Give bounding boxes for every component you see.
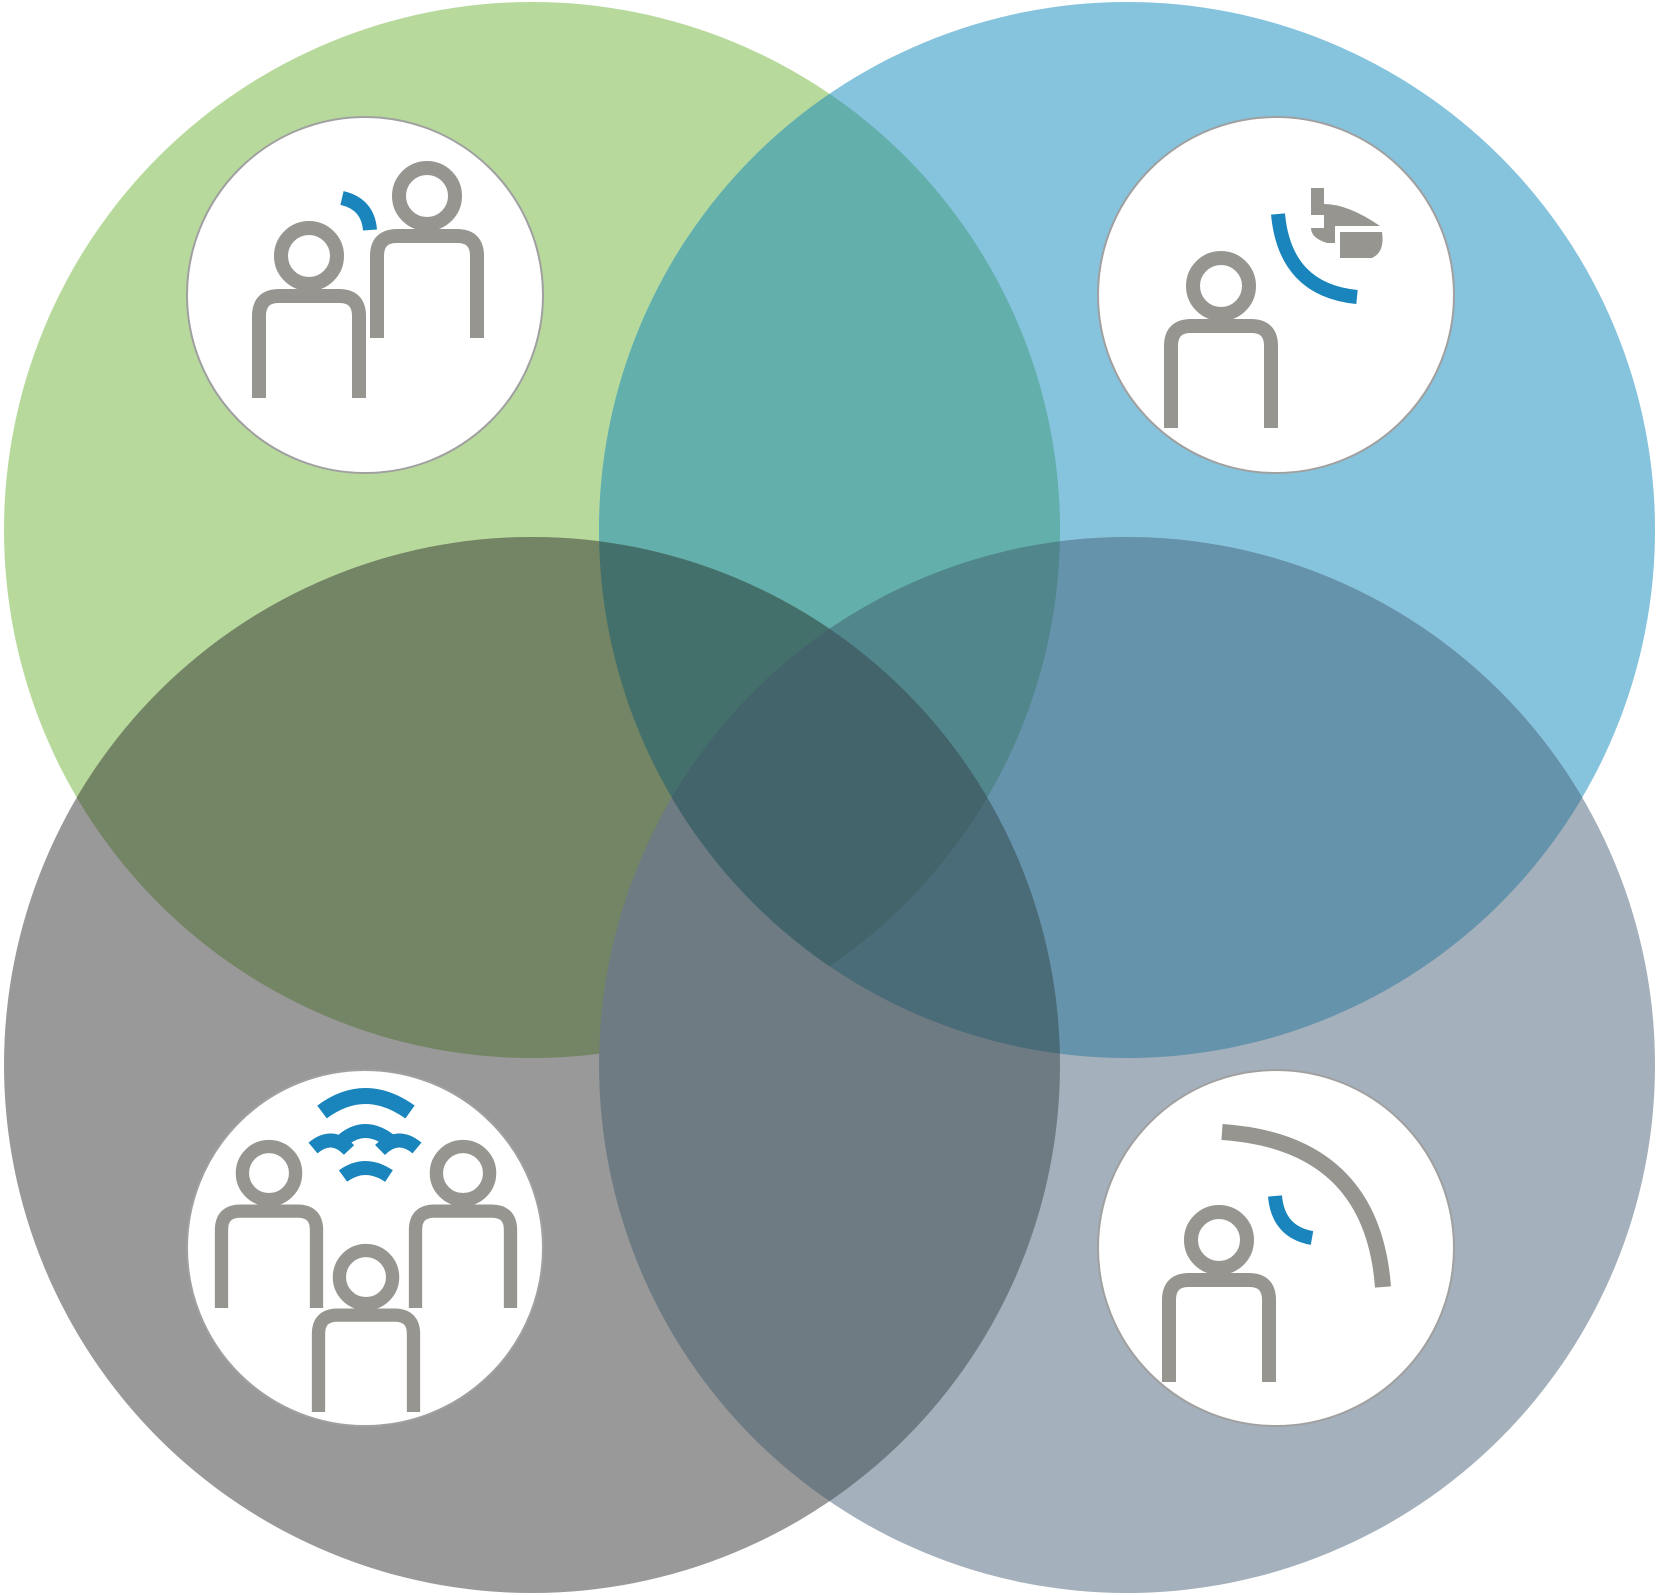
two-people-talking-icon bbox=[186, 116, 544, 474]
person-long-range-signal-icon bbox=[1097, 1069, 1455, 1427]
overlap-layer bbox=[4, 2, 1655, 1593]
group-broadcast-icon bbox=[186, 1069, 544, 1427]
person-satellite-dish-icon bbox=[1097, 116, 1455, 474]
overlap-center bbox=[599, 537, 1060, 1058]
